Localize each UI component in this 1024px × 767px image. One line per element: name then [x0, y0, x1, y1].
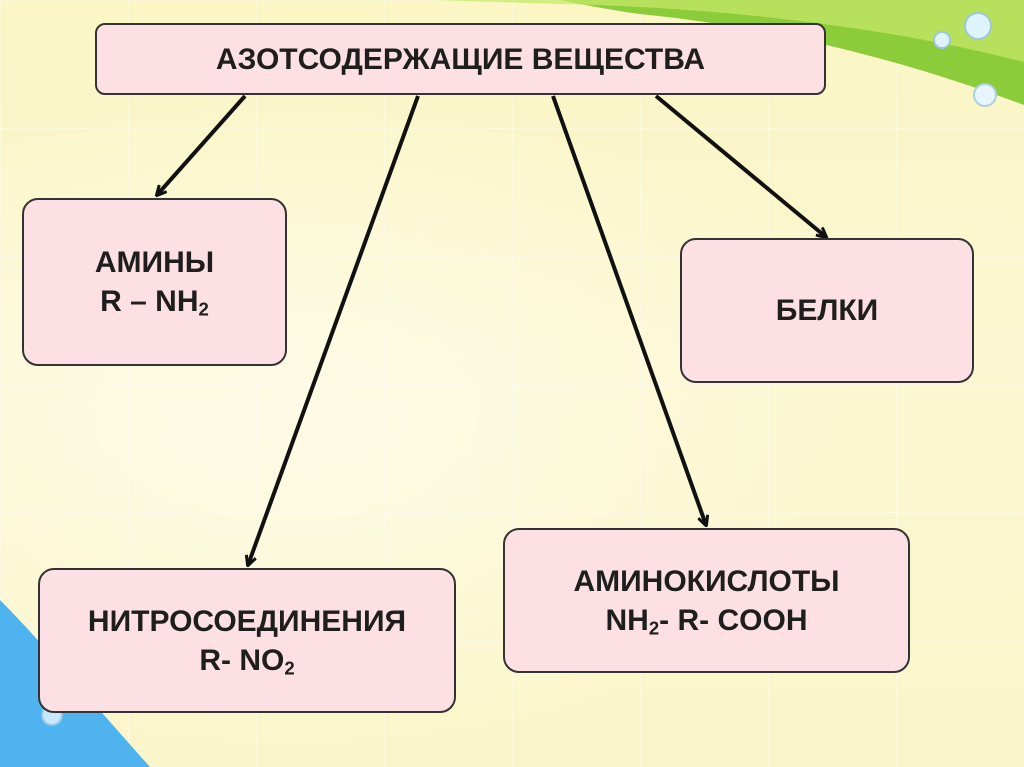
- water-drop-decoration: [964, 12, 992, 40]
- amino-acids-formula: NH2- R- COOH: [605, 603, 808, 639]
- arrow-to-amines: [157, 94, 247, 195]
- amines-title: АМИНЫ: [94, 246, 215, 279]
- nitro-node: НИТРОСОЕДИНЕНИЯ R- NO2: [38, 568, 456, 713]
- nitro-formula: R- NO2: [199, 643, 295, 679]
- lime-swoosh-decoration: [430, 0, 1024, 62]
- amino-acids-title: АМИНОКИСЛОТЫ: [573, 564, 840, 598]
- arrow-to-proteins: [654, 94, 826, 237]
- water-drop-decoration: [973, 83, 997, 107]
- nitro-title: НИТРОСОЕДИНЕНИЯ: [87, 604, 407, 638]
- arrow-to-nitro: [248, 95, 420, 565]
- amino-acids-node: АМИНОКИСЛОТЫ NH2- R- COOH: [503, 528, 910, 673]
- amines-node: АМИНЫ R – NH2: [22, 198, 287, 366]
- water-drop-decoration: [933, 31, 951, 49]
- arrow-to-amino-acids: [551, 95, 706, 525]
- amines-formula: R – NH2: [100, 285, 209, 320]
- proteins-title: БЕЛКИ: [775, 294, 879, 327]
- proteins-node: БЕЛКИ: [680, 238, 974, 383]
- root-node: АЗОТСОДЕРЖАЩИЕ ВЕЩЕСТВА: [95, 23, 826, 95]
- root-label: АЗОТСОДЕРЖАЩИЕ ВЕЩЕСТВА: [215, 42, 706, 76]
